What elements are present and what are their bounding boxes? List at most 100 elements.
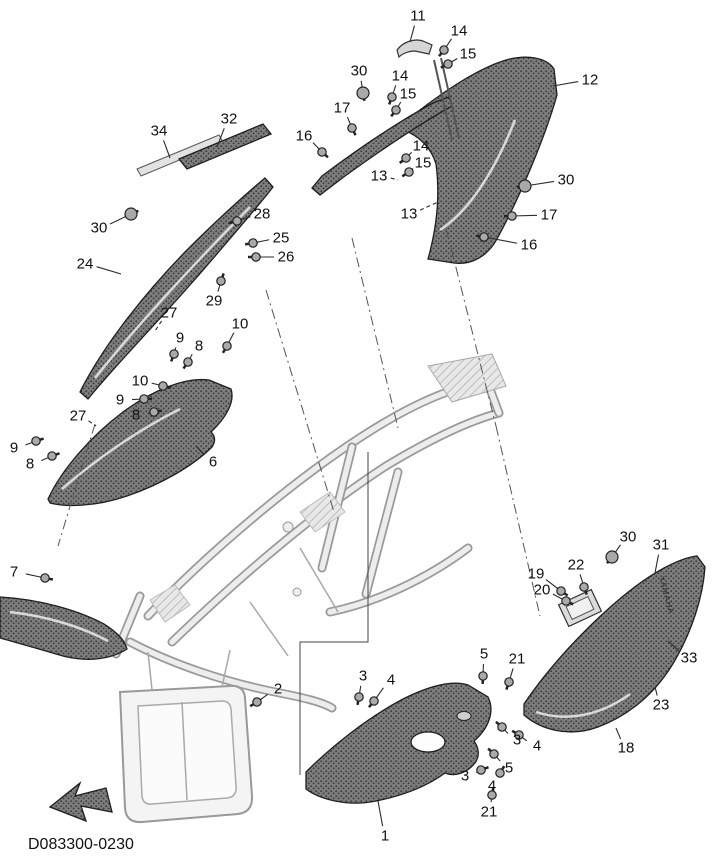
leader-line [195,445,205,456]
stay-rod [440,57,460,139]
callout-30: 30 [351,63,368,80]
side-cover-left-upper [79,177,274,400]
fastener-glyph [487,747,499,759]
callout-14: 14 [451,23,468,40]
callout-16: 16 [296,128,313,145]
callout-27: 27 [70,408,87,425]
fastener-glyph [47,451,60,461]
fastener-glyph [228,216,242,226]
callout-8: 8 [132,407,140,424]
callout-9: 9 [116,392,124,409]
callout-3: 3 [513,732,521,749]
callout-23: 23 [653,697,670,714]
fastener-glyph [244,238,258,248]
callout-12: 12 [582,72,599,89]
callout-29: 29 [206,293,223,310]
callout-7: 7 [10,564,18,581]
callout-18: 18 [618,740,635,757]
fastener-glyph [158,381,172,391]
callout-17: 17 [334,100,351,117]
callout-10: 10 [132,373,149,390]
callout-30: 30 [558,172,575,189]
callout-9: 9 [176,330,184,347]
leader-line [483,236,518,244]
panel-grommet [456,711,472,721]
callout-13: 13 [371,168,388,185]
frame-boss [282,521,294,533]
frame-mid-hatch [299,491,346,533]
callout-33: 33 [681,650,698,667]
callout-27: 27 [161,305,178,322]
fastener-glyph [561,596,574,606]
callout-5: 5 [505,760,513,777]
fastener-glyph [317,147,329,159]
fastener-glyph [354,692,364,706]
fastener-glyph [40,573,54,583]
fastener-glyph [182,357,193,370]
fastener-glyph [347,123,357,136]
callout-34: 34 [151,123,168,140]
fastener-glyph [556,586,569,597]
fastener-glyph [495,765,506,778]
side-cover-right-lower [523,555,706,733]
front-fender-piece [0,596,128,660]
callout-30: 30 [620,529,637,546]
fastener-glyph [390,105,401,118]
callout-4: 4 [488,778,496,795]
leader-line [88,420,97,427]
callout-4: 4 [387,672,395,689]
leader-line [216,127,225,148]
frame-boss [292,587,302,597]
leader-line [667,640,681,653]
panel-hole [410,731,446,753]
fastener-glyph [516,179,532,193]
leader-line [615,727,622,740]
callout-30: 30 [91,220,108,237]
trim-strip-inner [177,123,273,170]
fastener-glyph [216,273,226,286]
fastener-glyph [487,786,497,800]
leader-line [654,554,660,574]
callout-13: 13 [401,206,418,223]
fastener-glyph [139,394,153,404]
callout-20: 20 [534,582,551,599]
fastener-glyph [401,167,414,178]
callout-26: 26 [278,249,295,266]
callout-14: 14 [392,68,409,85]
top-bracket [396,39,433,59]
callout-6: 6 [209,454,217,471]
callout-8: 8 [195,338,203,355]
leader-line [409,25,416,43]
callout-17: 17 [541,207,558,224]
fastener-glyph [475,232,489,242]
callout-16: 16 [521,237,538,254]
callout-25: 25 [273,230,290,247]
fastener-glyph [124,207,139,221]
diagram-code: D083300-0230 [28,836,134,853]
side-panel-left-lower [47,378,233,507]
forward-arrow-icon [48,780,113,823]
callout-leaders [25,25,681,827]
fastener-glyph [367,696,379,709]
callout-1: 1 [381,828,389,845]
callout-19: 19 [528,566,545,583]
fastener-glyph [495,720,507,732]
callout-32: 32 [221,111,238,128]
callout-24: 24 [77,256,94,273]
callout-10: 10 [232,316,249,333]
headlight-lens [137,700,237,805]
frame-head-hatch [149,584,191,623]
fastener-glyph [387,92,397,105]
cover-bracket [557,588,603,628]
callout-8: 8 [26,456,34,473]
callout-15: 15 [460,46,477,63]
leader-line [654,686,658,696]
stay-rod [433,59,453,141]
callout-31: 31 [653,537,670,554]
fastener-glyph [438,45,449,58]
fastener-glyph [605,550,619,565]
callout-15: 15 [400,86,417,103]
assembly-centerlines [57,227,541,775]
